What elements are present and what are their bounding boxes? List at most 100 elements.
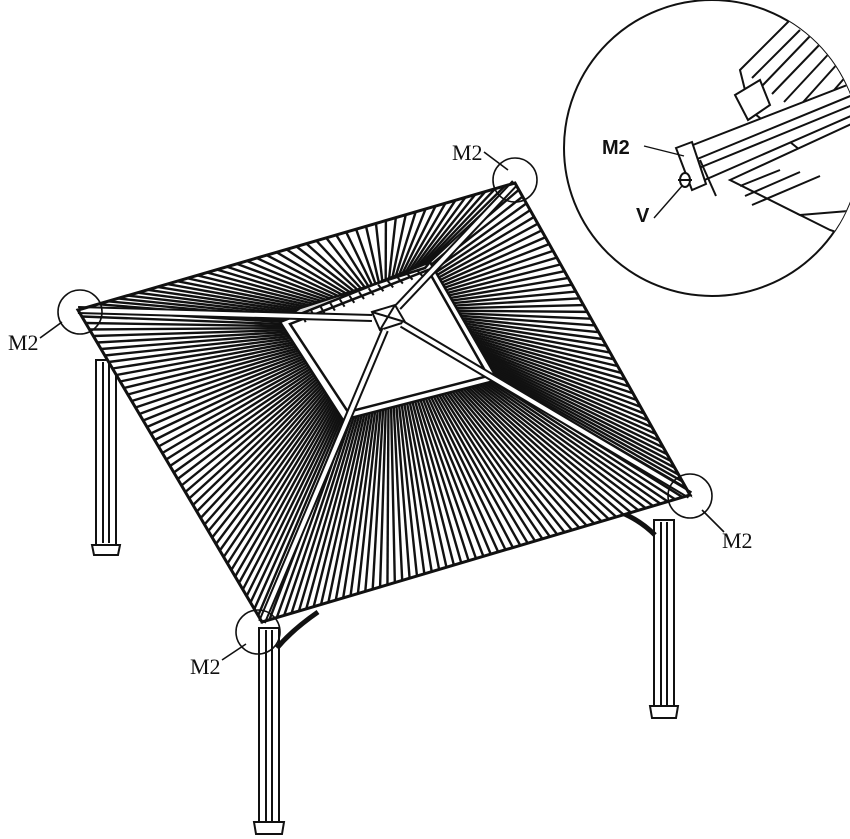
roof-corrugation-line bbox=[432, 395, 514, 549]
roof-corrugation-line bbox=[305, 415, 361, 610]
roof-corrugation-line bbox=[427, 397, 500, 553]
roof-corrugation-line bbox=[216, 268, 329, 305]
roof-corrugation-line bbox=[367, 287, 375, 296]
callout-m2-right: M2 bbox=[722, 528, 753, 553]
roof-corrugation-line bbox=[484, 355, 657, 436]
roof-corrugation-line bbox=[339, 298, 346, 308]
roof-corrugation-line bbox=[444, 249, 554, 289]
roof-corrugation-line bbox=[327, 413, 369, 603]
roof-corrugation-line bbox=[285, 248, 353, 295]
roof-corrugation-line bbox=[364, 410, 382, 592]
roof-corrugation-line bbox=[334, 412, 371, 601]
roof-corrugation-line bbox=[104, 335, 290, 357]
roof-corrugation-line bbox=[215, 394, 329, 545]
roof-corrugation-line bbox=[405, 403, 441, 570]
roof-corrugation-line bbox=[234, 405, 335, 578]
roof-corrugation-line bbox=[354, 228, 377, 285]
roof-corrugation-line bbox=[445, 256, 558, 292]
roof-corrugation-line bbox=[463, 319, 603, 341]
roof-corrugation-line bbox=[173, 372, 314, 474]
roof-corrugation-line bbox=[253, 415, 342, 610]
detail-fastener bbox=[678, 172, 692, 188]
roof-corrugation-line bbox=[167, 282, 311, 311]
roof-corrugation-line bbox=[435, 395, 522, 546]
roof-corrugation-line bbox=[441, 236, 546, 284]
roof-corrugation-line bbox=[457, 389, 581, 529]
roof-corrugation-line bbox=[459, 312, 592, 320]
roof-corrugation-line bbox=[462, 317, 599, 334]
roof-corrugation-line bbox=[451, 390, 566, 533]
detail-inset bbox=[563, 0, 850, 297]
roof-corrugation-line bbox=[481, 350, 649, 422]
roof-corrugation-line bbox=[446, 392, 551, 538]
roof-corrugation-line bbox=[459, 388, 588, 527]
roof-corrugation-line bbox=[131, 349, 299, 403]
roof-corrugation-line bbox=[211, 392, 327, 539]
roof-corrugation-line bbox=[374, 223, 384, 282]
roof-corrugation-line bbox=[488, 363, 668, 456]
roof-corrugation-line bbox=[400, 404, 426, 574]
roof-corrugation-line bbox=[195, 384, 322, 513]
roof-corrugation-line bbox=[442, 242, 550, 287]
callout-m2-left: M2 bbox=[8, 330, 39, 355]
roof-corrugation-line bbox=[180, 376, 317, 487]
roof-corrugation-line bbox=[165, 367, 311, 461]
roof-corrugation-line bbox=[401, 205, 437, 274]
roof-corrugation-line bbox=[490, 366, 672, 463]
roof-corrugation-line bbox=[485, 358, 661, 442]
roof-corrugation-line bbox=[475, 340, 634, 395]
roof-corrugation-line bbox=[478, 383, 640, 512]
roof-corrugation-line bbox=[386, 280, 394, 289]
roof-corrugation-line bbox=[154, 361, 307, 442]
roof-corrugation-line bbox=[266, 254, 346, 298]
roof-corrugation-line bbox=[424, 398, 492, 555]
roof-corrugation-line bbox=[447, 263, 561, 294]
roof-corrugation-line bbox=[237, 407, 337, 584]
roof-corrugation-line bbox=[192, 382, 321, 506]
roof-corrugation-line bbox=[472, 335, 626, 381]
roof-corrugation-line bbox=[249, 413, 341, 604]
roof-panel-front bbox=[260, 378, 693, 624]
roof-corrugation-line bbox=[123, 345, 297, 390]
roof-corrugation-line bbox=[196, 274, 322, 307]
roof-corrugation-line bbox=[469, 330, 618, 368]
roof-corrugation-line bbox=[389, 407, 397, 583]
roof-corrugation-line bbox=[433, 202, 528, 271]
roof-corrugation-line bbox=[483, 382, 654, 507]
roof-corrugation-line bbox=[386, 408, 390, 585]
roof-vent-frame bbox=[278, 260, 500, 422]
roof-corrugation-line bbox=[415, 269, 424, 277]
roof-corrugation-line bbox=[475, 384, 632, 514]
roof-corrugation-line bbox=[479, 348, 645, 415]
roof-corrugation-line bbox=[222, 398, 331, 558]
roof-corrugation-line bbox=[396, 276, 404, 285]
roof-corrugation-line bbox=[450, 276, 569, 300]
roof-corrugation-line bbox=[348, 295, 356, 304]
roof-corrugation-line bbox=[206, 271, 325, 306]
roof-corrugation-line bbox=[467, 386, 610, 520]
roof-corrugation-line bbox=[397, 405, 419, 577]
roof-corrugation-line bbox=[422, 398, 485, 557]
roof-corrugation-line bbox=[473, 385, 625, 516]
roof-corrugation-line bbox=[392, 406, 404, 581]
roof-corrugation-line bbox=[100, 333, 288, 351]
detail-label-m2: M2 bbox=[602, 137, 630, 159]
roof-corrugation-line bbox=[312, 414, 363, 607]
roof-corrugation-line bbox=[454, 390, 573, 531]
roof-corrugation-line bbox=[411, 401, 456, 566]
roof-corrugation-line bbox=[387, 217, 398, 279]
roof-corrugation-line bbox=[341, 412, 374, 599]
roof-corrugation-line bbox=[97, 331, 287, 344]
roof-corrugation-line bbox=[438, 222, 539, 279]
roof-corrugation-line bbox=[466, 324, 611, 354]
marker-circle-front bbox=[235, 609, 281, 655]
roof-corrugation-line bbox=[335, 234, 370, 288]
roof-corrugation-line bbox=[489, 381, 669, 503]
roof-corrugation-line bbox=[470, 386, 618, 518]
roof-corrugation-line bbox=[137, 291, 301, 316]
roof-corrugation-line bbox=[127, 347, 298, 396]
roof-corrugation-line bbox=[395, 406, 411, 579]
marker-circle-right bbox=[667, 473, 713, 519]
roof-corrugation-line bbox=[147, 288, 305, 314]
roof-corrugation-line bbox=[135, 351, 301, 409]
